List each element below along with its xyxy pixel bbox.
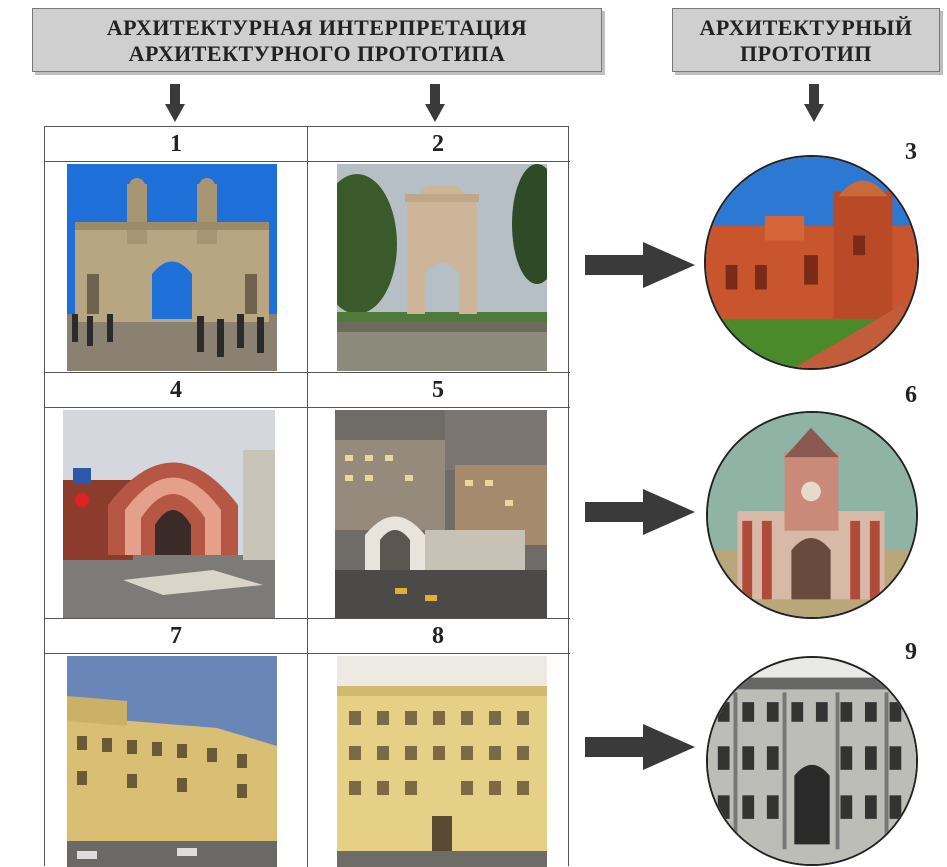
grid-divider <box>45 372 570 373</box>
prototype-header: АРХИТЕКТУРНЫЙ ПРОТОТИП <box>672 8 940 72</box>
interpretation-header: АРХИТЕКТУРНАЯ ИНТЕРПРЕТАЦИЯ АРХИТЕКТУРНО… <box>32 8 602 72</box>
photo-number: 5 <box>432 377 444 403</box>
grid-divider <box>45 407 570 408</box>
prototype-header-line1: АРХИТЕКТУРНЫЙ <box>699 15 913 40</box>
prototype-red-fort <box>704 155 919 370</box>
prototype-red-gate <box>706 411 918 619</box>
photo-building-facade <box>337 656 547 867</box>
grid-divider <box>45 618 570 619</box>
photo-number: 1 <box>170 131 182 157</box>
prototype-header-line2: ПРОТОТИП <box>740 41 872 66</box>
photo-stalinist-building-angle <box>67 656 277 867</box>
photo-metro-pavilion-aerial <box>335 410 547 618</box>
down-arrow-icon <box>165 84 185 122</box>
photo-metro-pavilion-arch <box>63 410 275 618</box>
prototype-palace-engraving <box>706 656 918 866</box>
right-arrow-icon <box>585 489 695 535</box>
interpretation-header-line2: АРХИТЕКТУРНОГО ПРОТОТИПА <box>128 41 506 66</box>
photo-gateway-of-india <box>67 164 277 371</box>
prototype-number: 3 <box>905 139 917 165</box>
right-arrow-icon <box>585 242 695 288</box>
down-arrow-icon <box>804 84 824 122</box>
grid-divider <box>307 127 308 867</box>
grid-divider <box>45 161 570 162</box>
prototype-number: 6 <box>905 382 917 408</box>
photo-number: 8 <box>432 623 444 649</box>
grid-divider <box>45 653 570 654</box>
right-arrow-icon <box>585 724 695 770</box>
photo-india-gate <box>337 164 547 371</box>
interpretation-header-line1: АРХИТЕКТУРНАЯ ИНТЕРПРЕТАЦИЯ <box>106 15 528 40</box>
photo-number: 4 <box>170 377 182 403</box>
down-arrow-icon <box>425 84 445 122</box>
prototype-number: 9 <box>905 639 917 665</box>
photo-number: 7 <box>170 623 182 649</box>
photo-number: 2 <box>432 131 444 157</box>
interpretation-grid: 1 2 4 5 7 8 <box>44 126 570 867</box>
